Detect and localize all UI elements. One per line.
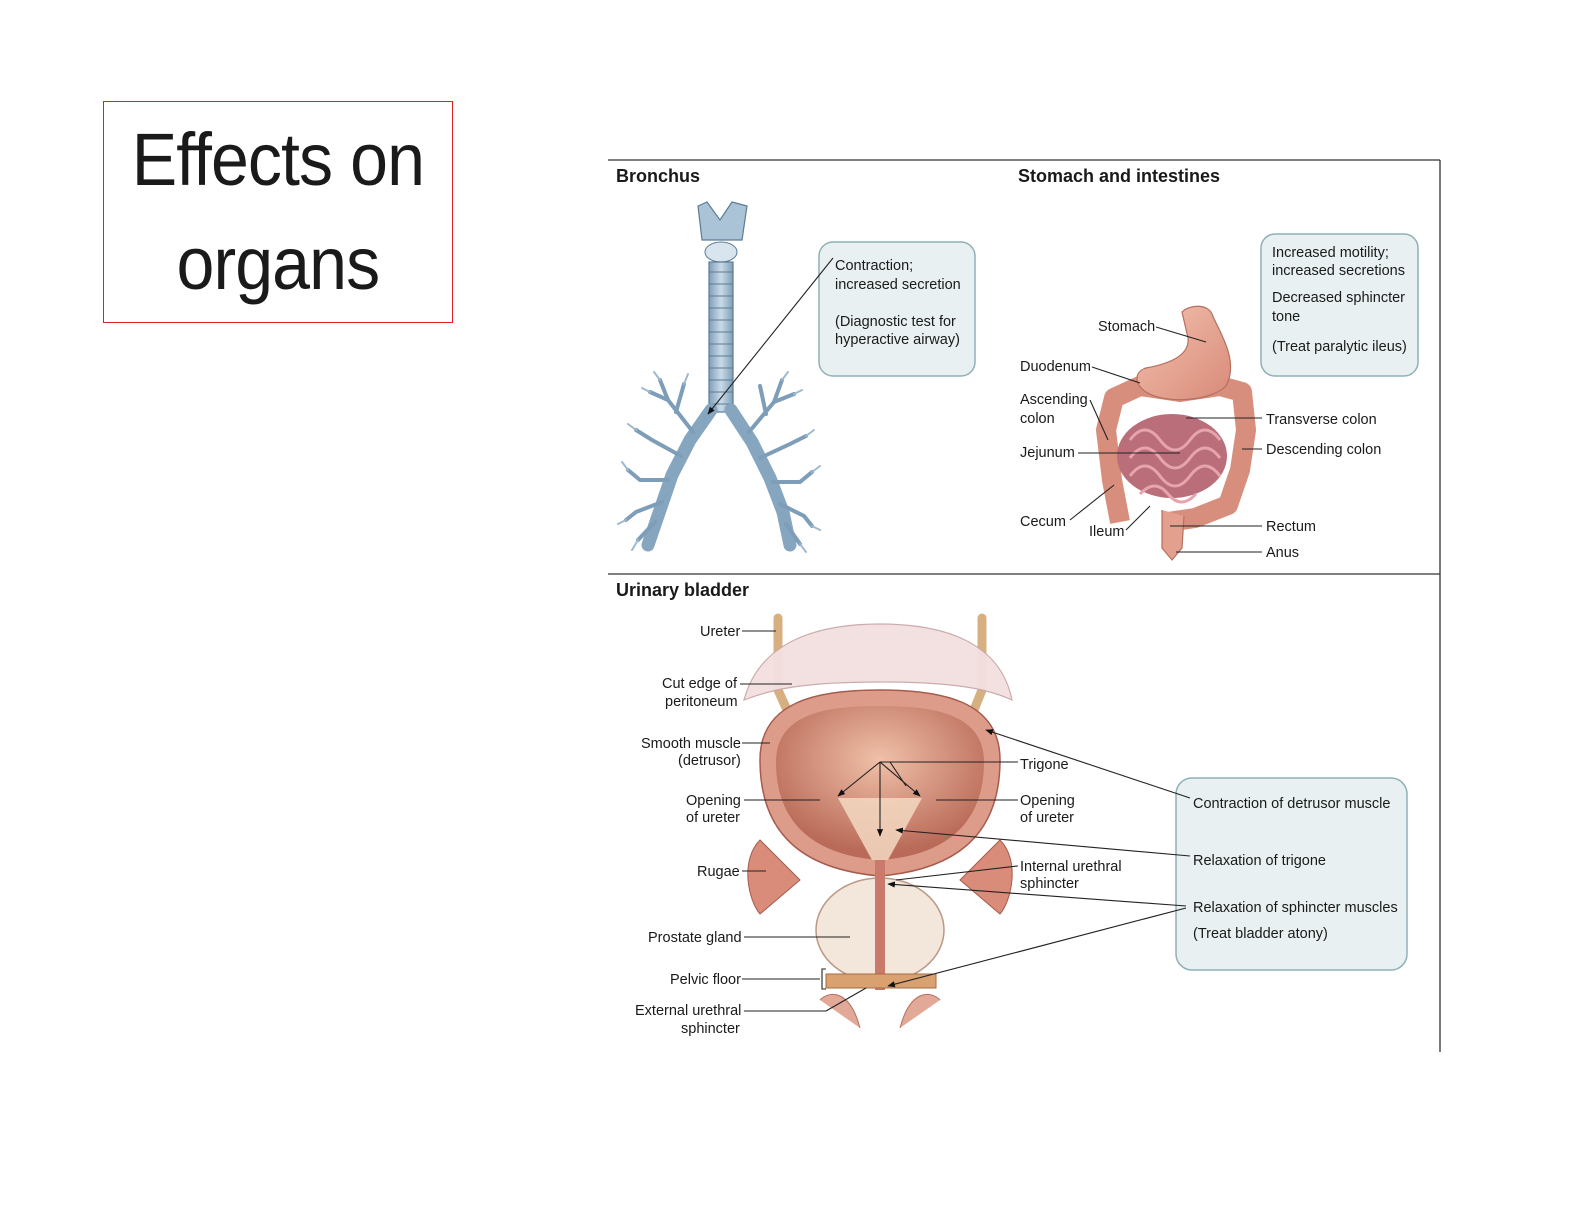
bladder-illustration [743, 613, 1013, 1029]
label-ascending-colon-2: colon [1020, 411, 1055, 427]
label-rugae: Rugae [697, 864, 740, 880]
bladder-heading: Urinary bladder [616, 580, 749, 600]
label-trigone: Trigone [1020, 757, 1069, 773]
label-external-sphincter-1: External urethral [635, 1003, 741, 1019]
label-stomach: Stomach [1098, 319, 1155, 335]
label-opening-right-2: of ureter [1020, 810, 1074, 826]
bronchus-box-line-1: Contraction; [835, 258, 913, 274]
slide-title-line-1: Effects on [131, 118, 425, 202]
label-ileum: Ileum [1089, 524, 1124, 540]
stomach-box-line-4: tone [1272, 309, 1300, 325]
bladder-labels-right: Trigone Opening of ureter Internal ureth… [895, 757, 1122, 892]
label-ureter: Ureter [700, 624, 740, 640]
bronchus-box-line-2: increased secretion [835, 277, 961, 293]
trigone-arrows [837, 761, 1018, 837]
slide-title-line-2: organs [176, 222, 381, 305]
label-external-sphincter-2: sphincter [681, 1021, 740, 1037]
label-transverse-colon: Transverse colon [1266, 412, 1377, 428]
label-prostate: Prostate gland [648, 930, 742, 946]
label-duodenum: Duodenum [1020, 359, 1091, 375]
label-cut-edge-2: peritoneum [665, 694, 738, 710]
label-cecum: Cecum [1020, 514, 1066, 530]
label-smooth-muscle-1: Smooth muscle [641, 736, 741, 752]
label-anus: Anus [1266, 545, 1299, 561]
bladder-box-line-3: Relaxation of sphincter muscles [1193, 900, 1398, 916]
bladder-effect-box: Contraction of detrusor muscle Relaxatio… [887, 729, 1408, 988]
label-opening-right-1: Opening [1020, 793, 1075, 809]
bronchus-box-line-3: (Diagnostic test for [835, 314, 956, 330]
bronchus-illustration [617, 201, 821, 553]
stomach-box-line-3: Decreased sphincter [1272, 290, 1405, 306]
bladder-box-line-2: Relaxation of trigone [1193, 853, 1326, 869]
bronchus-box-line-4: hyperactive airway) [835, 332, 960, 348]
bladder-labels-left: Ureter Cut edge of peritoneum Smooth mus… [635, 624, 867, 1037]
digestive-labels: Stomach Duodenum Ascending colon Jejunum… [1020, 319, 1381, 561]
label-internal-sphincter-2: sphincter [1020, 876, 1079, 892]
label-opening-left-1: Opening [686, 793, 741, 809]
bronchus-effect-box: Contraction; increased secretion (Diagno… [707, 241, 976, 415]
label-pelvic-floor: Pelvic floor [670, 972, 741, 988]
stomach-effect-box: Increased motility; increased secretions… [1260, 233, 1419, 377]
stomach-box-line-5: (Treat paralytic ileus) [1272, 339, 1407, 355]
bladder-box-line-1: Contraction of detrusor muscle [1193, 796, 1390, 812]
label-jejunum: Jejunum [1020, 445, 1075, 461]
slide-title: Effects on organs [103, 101, 453, 323]
label-ascending-colon-1: Ascending [1020, 392, 1088, 408]
digestive-illustration [1096, 305, 1256, 561]
stomach-box-line-1: Increased motility; [1272, 245, 1389, 261]
figure-frame [608, 159, 1441, 1052]
label-rectum: Rectum [1266, 519, 1316, 535]
label-smooth-muscle-2: (detrusor) [678, 753, 741, 769]
label-internal-sphincter-1: Internal urethral [1020, 859, 1122, 875]
label-descending-colon: Descending colon [1266, 442, 1381, 458]
stomach-heading: Stomach and intestines [1018, 166, 1220, 186]
bronchus-heading: Bronchus [616, 166, 700, 186]
label-opening-left-2: of ureter [686, 810, 740, 826]
stomach-box-line-2: increased secretions [1272, 263, 1405, 279]
bladder-box-line-4: (Treat bladder atony) [1193, 926, 1328, 942]
label-cut-edge-1: Cut edge of [662, 676, 738, 692]
